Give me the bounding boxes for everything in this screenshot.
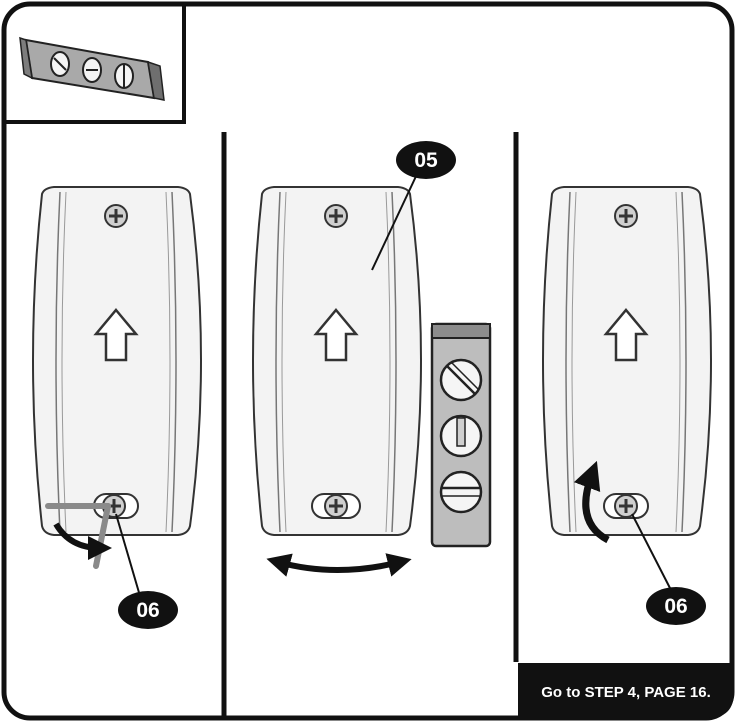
- up-arrow-icon: [603, 308, 649, 362]
- up-arrow-icon: [93, 308, 139, 362]
- callout-right-label: 06: [664, 595, 687, 618]
- leader-middle: [371, 171, 419, 271]
- slot-screw: [603, 493, 649, 519]
- callout-badge-left: 06: [118, 591, 178, 629]
- footer-instruction: Go to STEP 4, PAGE 16.: [518, 663, 734, 718]
- phillips-screw-icon: [324, 204, 348, 228]
- footer-text: Go to STEP 4, PAGE 16.: [541, 684, 711, 701]
- panel-tighten: 06: [542, 186, 712, 625]
- level-inset: [6, 6, 186, 124]
- slot-screw: [311, 493, 361, 519]
- phillips-screw-icon: [614, 204, 638, 228]
- phillips-screw-icon: [104, 204, 128, 228]
- inset-frame: [6, 6, 186, 124]
- callout-left-label: 06: [136, 599, 159, 622]
- small-level-icon: [19, 36, 165, 101]
- panel-loosen: 06: [32, 186, 202, 629]
- panel-level: 05: [252, 141, 492, 577]
- spirit-level-icon: [430, 322, 492, 548]
- leader-left: [115, 513, 141, 597]
- rotate-arrow-icon: [53, 522, 112, 560]
- callout-middle-label: 05: [414, 149, 438, 172]
- callout-badge-right: 06: [646, 587, 706, 625]
- rotate-arrow-icon: [573, 460, 610, 544]
- up-arrow-icon: [313, 308, 359, 362]
- leader-right: [631, 513, 673, 593]
- double-arrow-icon: [266, 553, 412, 577]
- callout-badge-middle: 05: [396, 141, 456, 179]
